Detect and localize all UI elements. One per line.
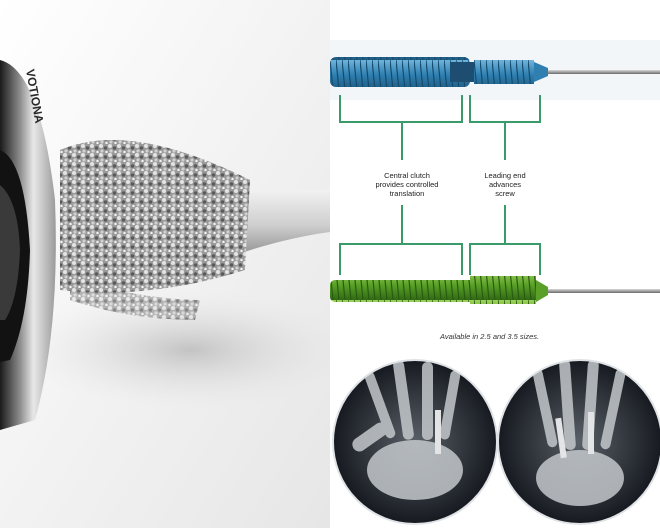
porous-coating xyxy=(60,140,250,293)
xray-left-screw xyxy=(435,410,441,454)
callout-clutch-line-2: provides controlled xyxy=(375,180,439,189)
callout-leading-line-3: screw xyxy=(495,189,515,198)
brackets-lower xyxy=(339,205,541,275)
xray-right xyxy=(497,359,660,525)
screw-diagram-panel xyxy=(330,0,660,528)
brackets-upper xyxy=(339,95,541,160)
xray-right-screw-a xyxy=(555,417,567,459)
callout-leading-line-2: advances xyxy=(488,180,522,189)
blue-screw xyxy=(330,57,660,87)
guide-wire-top xyxy=(548,70,660,74)
callout-clutch: Central clutch provides controlled trans… xyxy=(360,171,454,198)
guide-wire-bottom xyxy=(548,289,660,293)
availability-note: Available in 2.5 and 3.5 sizes. xyxy=(440,332,540,341)
xray-left xyxy=(332,359,498,525)
callout-clutch-line-3: translation xyxy=(389,189,425,198)
implant-shadow xyxy=(20,290,330,410)
blue-screw-clutch xyxy=(450,62,474,82)
implant-photo-art: VOTIONA xyxy=(0,0,330,528)
green-screw-leading-thread xyxy=(470,276,536,304)
callout-clutch-line-1: Central clutch xyxy=(384,171,430,180)
callout-leading-line-1: Leading end xyxy=(484,171,526,180)
implant-photo: VOTIONA xyxy=(0,0,330,528)
xray-right-screw-b xyxy=(588,412,594,454)
porous-coating-lower xyxy=(70,280,200,320)
blue-screw-trailing-thread xyxy=(330,57,470,87)
screw-diagram xyxy=(330,40,660,525)
green-screw-tip xyxy=(536,280,548,302)
green-screw-trailing-thread xyxy=(330,280,480,302)
green-screw xyxy=(330,276,660,304)
blue-screw-leading-thread xyxy=(474,60,534,84)
blue-screw-tip xyxy=(534,62,548,82)
callout-leading: Leading end advances screw xyxy=(470,171,540,198)
